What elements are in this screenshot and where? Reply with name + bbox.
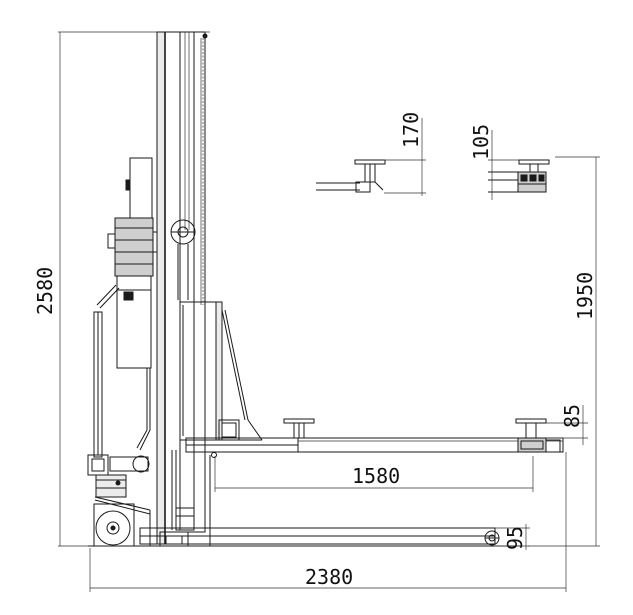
- base-length-label: 2380: [305, 565, 353, 589]
- base-clearance-label: 95: [503, 526, 527, 550]
- pulley: [170, 219, 196, 300]
- lift-height-dimension: 1950: [528, 156, 600, 547]
- pad-height-left-label: 170: [399, 112, 423, 148]
- lift-height-label: 1950: [573, 272, 597, 320]
- valve-block: [87, 454, 151, 546]
- total-height-label: 2580: [33, 267, 57, 315]
- motor: [107, 157, 158, 277]
- hydraulic-tank: [116, 275, 152, 369]
- arm-pad-height-dimension: 85: [546, 404, 588, 445]
- arm-pad-height-label: 85: [560, 404, 584, 428]
- mast: [156, 31, 208, 545]
- base-length-dimension: 2380: [89, 452, 567, 592]
- caster-wheel: [93, 503, 135, 547]
- total-height-dimension: 2580: [33, 31, 210, 547]
- pad-height-right-label: 105: [469, 124, 493, 160]
- arm-pad-right: [515, 418, 547, 453]
- lifting-arm: [185, 418, 564, 458]
- mast-lower: [171, 440, 211, 546]
- arm-pad-left: [283, 418, 315, 439]
- arm-length-dimension: 1580: [214, 456, 534, 492]
- base-clearance-dimension: 95: [495, 524, 530, 550]
- arm-length-label: 1580: [352, 464, 400, 488]
- pad-detail-right: 105: [469, 124, 550, 200]
- pad-detail-left: 170: [316, 112, 426, 196]
- carriage: [179, 301, 263, 441]
- handle-lever: [93, 284, 120, 458]
- base-frame: [88, 527, 522, 547]
